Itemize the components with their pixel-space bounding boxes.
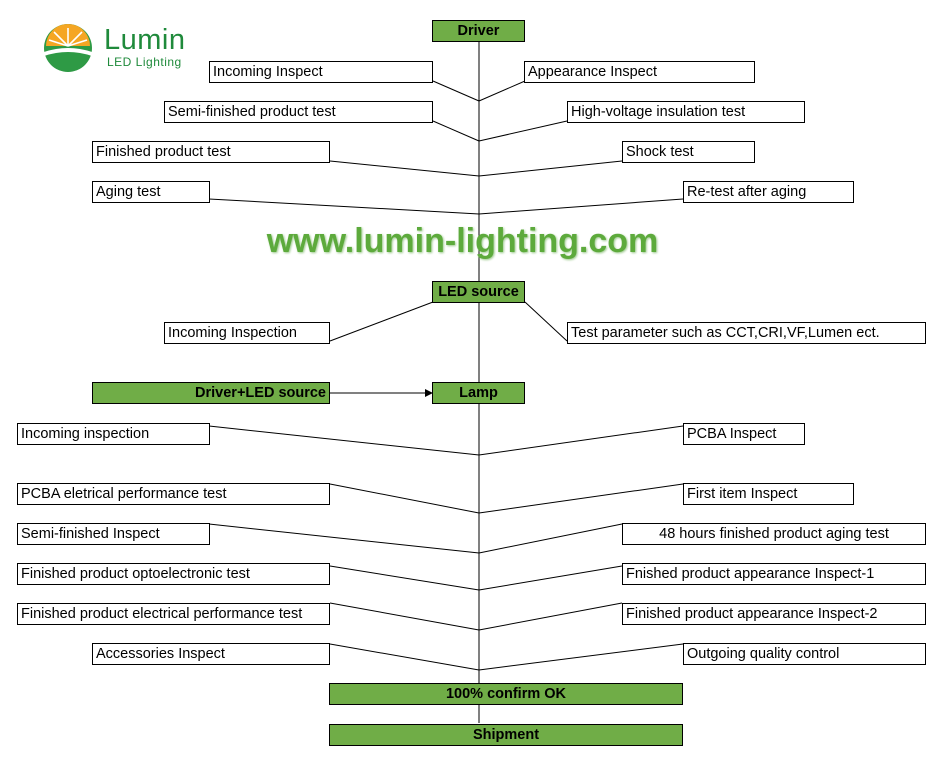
step-optoelectronic-test: Finished product optoelectronic test	[17, 563, 330, 585]
branch-line	[478, 523, 623, 554]
node-confirm: 100% confirm OK	[329, 683, 683, 705]
node-led-source: LED source	[432, 281, 525, 303]
branch-line	[478, 565, 623, 591]
step-aging-test: Aging test	[92, 181, 210, 203]
branch-line	[478, 80, 526, 102]
branch-line	[478, 602, 623, 631]
branch-line	[329, 565, 480, 591]
step-pcba-inspect: PCBA Inspect	[683, 423, 805, 445]
step-incoming-inspect: Incoming Inspect	[209, 61, 433, 83]
step-lamp-incoming-inspection: Incoming inspection	[17, 423, 210, 445]
branch-line	[478, 425, 684, 456]
node-lamp: Lamp	[432, 382, 525, 404]
step-high-voltage-test: High-voltage insulation test	[567, 101, 805, 123]
step-48h-aging-test: 48 hours finished product aging test	[622, 523, 926, 545]
branch-line	[329, 301, 434, 342]
step-first-item-inspect: First item Inspect	[683, 483, 854, 505]
step-electrical-performance-test: Finished product electrical performance …	[17, 603, 330, 625]
branch-line	[329, 160, 480, 177]
branch-line	[329, 643, 480, 671]
branch-line	[478, 198, 684, 215]
node-shipment: Shipment	[329, 724, 683, 746]
branch-line	[524, 301, 568, 342]
branch-line	[478, 160, 623, 177]
node-driver-led-source: Driver+LED source	[92, 382, 330, 404]
branch-line	[478, 120, 568, 142]
branch-line	[432, 80, 480, 102]
node-driver: Driver	[432, 20, 525, 42]
step-led-test-parameter: Test parameter such as CCT,CRI,VF,Lumen …	[567, 322, 926, 344]
branch-line	[478, 643, 684, 671]
branch-line	[478, 483, 684, 514]
lumin-logo	[44, 24, 92, 72]
logo-name: Lumin	[104, 24, 186, 56]
step-appearance-inspect: Appearance Inspect	[524, 61, 755, 83]
step-finished-product-test: Finished product test	[92, 141, 330, 163]
website-text: www.lumin-lighting.com	[266, 222, 659, 260]
branch-line	[329, 483, 480, 514]
step-semi-finished-inspect: Semi-finished Inspect	[17, 523, 210, 545]
branch-line	[208, 198, 480, 215]
step-semi-finished-test: Semi-finished product test	[164, 101, 433, 123]
step-outgoing-quality-control: Outgoing quality control	[683, 643, 926, 665]
logo-subtitle: LED Lighting	[107, 55, 182, 69]
step-pcba-electrical-test: PCBA eletrical performance test	[17, 483, 330, 505]
step-shock-test: Shock test	[622, 141, 755, 163]
branch-line	[208, 523, 480, 554]
step-led-incoming-inspection: Incoming Inspection	[164, 322, 330, 344]
branch-line	[329, 602, 480, 631]
branch-line	[432, 120, 480, 142]
arrow-head	[425, 389, 433, 397]
step-appearance-inspect-1: Fnished product appearance Inspect-1	[622, 563, 926, 585]
step-accessories-inspect: Accessories Inspect	[92, 643, 330, 665]
step-appearance-inspect-2: Finished product appearance Inspect-2	[622, 603, 926, 625]
branch-line	[208, 425, 480, 456]
step-retest-after-aging: Re-test after aging	[683, 181, 854, 203]
